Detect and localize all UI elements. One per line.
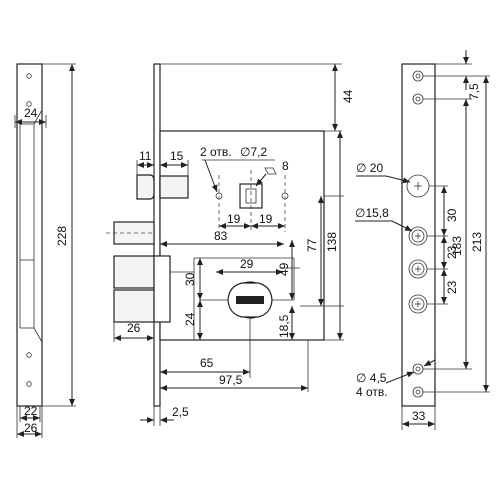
handle-square-icon <box>245 188 257 204</box>
face-dim-183: 183 <box>450 236 464 256</box>
screw-hole-icon <box>26 381 32 387</box>
lock-body: 44 11 15 19 19 2 отв. ∅7,2 8 77 <box>106 63 355 426</box>
screw-count-label: 4 отв. <box>356 385 388 399</box>
front-plate <box>153 63 161 407</box>
diam-15-8-label: ∅15,8 <box>355 206 389 220</box>
dim-18-5: 18,5 <box>277 314 291 338</box>
latch-bolt <box>136 174 155 200</box>
deadbolt-middle <box>113 255 155 289</box>
square-symbol-icon <box>264 167 277 175</box>
dim-83: 83 <box>214 229 228 243</box>
cylinder-icon <box>227 281 273 319</box>
dim-138: 138 <box>325 232 339 252</box>
dim-77: 77 <box>305 238 319 252</box>
dim-left-22: 22 <box>24 404 38 418</box>
dim-97-5: 97,5 <box>219 373 243 387</box>
diam-20-label: ∅ 20 <box>356 161 383 175</box>
dim-left-26: 26 <box>24 421 38 435</box>
dim-11: 11 <box>139 149 152 163</box>
holes-diameter-label: ∅7,2 <box>240 145 267 159</box>
dim-30: 30 <box>183 272 197 286</box>
screw-diam-label: ∅ 4,5 <box>356 371 387 385</box>
dim-44: 44 <box>341 89 355 103</box>
dim-19-left: 19 <box>227 212 241 226</box>
face-width-33: 33 <box>412 409 426 423</box>
holes-count-label: 2 отв. <box>200 145 232 159</box>
dim-19-right: 19 <box>259 212 273 226</box>
dim-24: 24 <box>183 312 197 326</box>
screw-hole-icon <box>26 101 32 107</box>
left-strike-plate: 24 228 22 26 <box>14 63 76 438</box>
face-dim-7-5: 7,5 <box>467 83 481 100</box>
faceplate-outline <box>401 63 436 407</box>
dim-49: 49 <box>277 262 291 276</box>
face-dim-23-bottom: 23 <box>445 280 459 294</box>
dim-15: 15 <box>170 149 184 163</box>
screw-hole-icon <box>26 73 32 79</box>
face-dim-30: 30 <box>445 208 459 222</box>
square-size-label: 8 <box>282 159 289 173</box>
dim-left-228: 228 <box>55 226 69 246</box>
face-dim-213: 213 <box>470 232 484 252</box>
face-dim-23-top: 23 <box>445 245 459 259</box>
dim-left-24: 24 <box>24 106 38 120</box>
dim-29: 29 <box>240 257 254 271</box>
faceplate: ∅ 20 ∅15,8 30 23 23 183 213 7,5 ∅ <box>355 50 490 430</box>
dim-65: 65 <box>200 356 214 370</box>
dim-2-5: 2,5 <box>172 405 189 419</box>
deadbolt-lower <box>113 289 155 323</box>
dim-26: 26 <box>127 321 141 335</box>
screw-hole-icon <box>26 352 32 358</box>
